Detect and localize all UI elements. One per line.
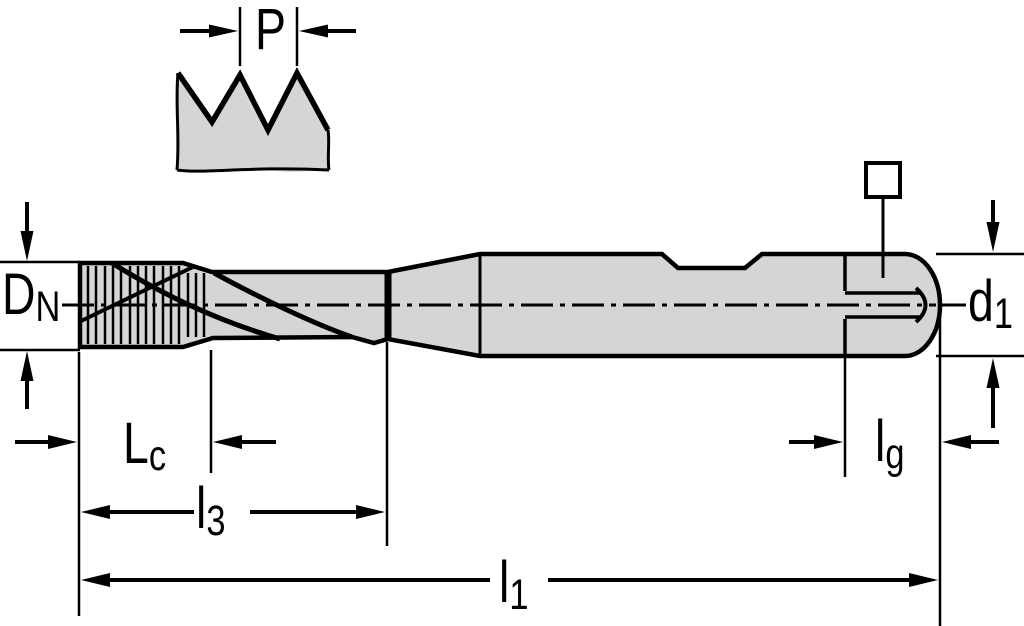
- pitch-arrowhead-left: [209, 24, 238, 38]
- d1-arrowhead-bottom: [986, 358, 1000, 388]
- label-pitch: P: [255, 0, 286, 62]
- pitch-extension-lines: [238, 7, 299, 66]
- lg-arrowhead-left: [814, 435, 843, 449]
- label-square-length: lg: [875, 409, 905, 478]
- square-end-tip-arc: [914, 286, 928, 324]
- l1-arrowhead-left: [81, 573, 110, 587]
- label-chamfer-length: Lc: [123, 411, 167, 480]
- pitch-dimension: [180, 7, 356, 66]
- thread-profile-break-edges: [175, 72, 331, 173]
- label-thread-length: l3: [196, 476, 226, 545]
- square-symbol-box: [864, 161, 902, 199]
- l3-arrowhead-left: [81, 505, 110, 519]
- thread-profile-detail: [175, 67, 331, 173]
- bottom-extension-lines: [77, 307, 942, 626]
- dn-arrowhead-top: [20, 231, 34, 261]
- d1-dimension: [936, 200, 1024, 428]
- d1-arrowhead-top: [986, 222, 1000, 252]
- lc-arrowhead-right: [213, 435, 242, 449]
- square-end-lines: [843, 254, 921, 356]
- square-drive-symbol: [864, 161, 902, 278]
- chamfer-line: [80, 264, 196, 323]
- l1-arrowhead-right: [909, 573, 938, 587]
- label-shank-diameter: d1: [968, 269, 1013, 338]
- lg-arrowhead-right: [942, 435, 971, 449]
- tap-body: [62, 251, 966, 359]
- label-nominal-thread-diameter: DN: [2, 262, 61, 331]
- thread-profile-outline: [175, 67, 331, 137]
- label-overall-length: l1: [499, 550, 529, 619]
- dn-arrowhead-bottom: [20, 351, 34, 381]
- thread-profile-fill: [176, 73, 329, 172]
- flute-curve-a: [110, 260, 281, 342]
- lc-arrowhead-left: [48, 435, 77, 449]
- flute-curve-b: [212, 270, 353, 340]
- d1-extension-lines: [936, 252, 1024, 358]
- l1-dimension: [81, 573, 938, 587]
- dn-extension-lines: [0, 260, 80, 352]
- l3-dimension: [81, 505, 385, 519]
- l3-arrowhead-right: [356, 505, 385, 519]
- lc-dimension: [15, 435, 276, 449]
- dn-dimension: [0, 202, 80, 409]
- lg-dimension: [789, 435, 999, 449]
- pitch-arrowhead-right: [299, 24, 328, 38]
